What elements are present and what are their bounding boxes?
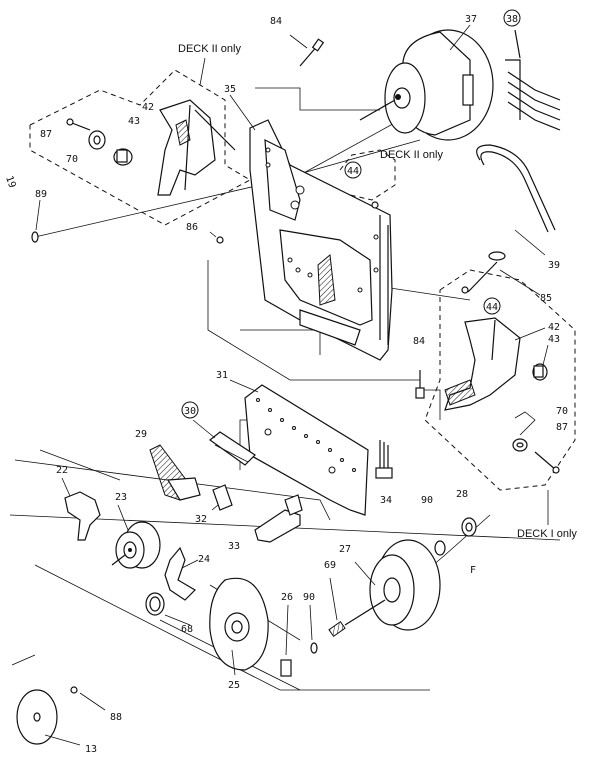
label-27: 27: [339, 544, 351, 555]
deck2-top-caption: DECK II only: [178, 43, 241, 55]
part-34: [375, 440, 393, 479]
deck1-group: DECK I only: [424, 269, 577, 540]
chassis-35: [229, 94, 393, 361]
label-42-lower: 42: [548, 322, 560, 333]
part-26: [280, 604, 292, 677]
label-31: 31: [216, 370, 228, 381]
label-25: 25: [228, 680, 240, 691]
washer-90-lower: [309, 604, 318, 654]
washer-89: [31, 199, 41, 243]
screw-85: [461, 251, 541, 296]
part-33: [254, 494, 303, 543]
part-22: [61, 477, 101, 541]
label-87-upper: 87: [40, 129, 52, 140]
cable-39: [476, 144, 556, 256]
small-parts-upper: [66, 118, 133, 166]
label-68: 68: [181, 624, 193, 635]
label-38: 38: [506, 14, 518, 25]
bracket-42-lower: [444, 317, 546, 411]
deck2-mid-callout: DECK II only: [339, 149, 443, 209]
label-86: 86: [186, 222, 198, 233]
label-26: 26: [281, 592, 293, 603]
label-85: 85: [540, 293, 552, 304]
label-90-right: 90: [421, 495, 433, 506]
label-43-lower: 43: [548, 334, 560, 345]
bracket-42-upper: [157, 99, 236, 196]
flywheel-27: [344, 539, 441, 631]
label-84-top: 84: [270, 16, 282, 27]
label-90-lower: 90: [303, 592, 315, 603]
label-28: 28: [456, 489, 468, 500]
label-35: 35: [224, 84, 236, 95]
label-70-upper: 70: [66, 154, 78, 165]
label-43-upper: 43: [128, 116, 140, 127]
label-33: 33: [228, 541, 240, 552]
label-29: 29: [135, 429, 147, 440]
connector-30: [181, 401, 256, 466]
label-69: 69: [324, 560, 336, 571]
label-22: 22: [56, 465, 68, 476]
label-42-upper: 42: [142, 102, 154, 113]
label-44-lower: 44: [486, 302, 498, 313]
label-34: 34: [380, 495, 392, 506]
label-30: 30: [184, 406, 196, 417]
motor-37: [359, 24, 494, 141]
pcb-31: [229, 379, 369, 516]
label-32: 32: [195, 514, 207, 525]
deck2-upper-group: DECK II only: [29, 43, 252, 226]
label-F: F: [470, 565, 476, 576]
callout-44-lower: [483, 297, 501, 315]
label-88: 88: [110, 712, 122, 723]
pulley-13: [11, 654, 81, 746]
label-23: 23: [115, 492, 127, 503]
deck2-mid-caption: DECK II only: [380, 149, 443, 161]
label-19: 19: [3, 175, 17, 190]
wire-harness-38: [505, 29, 561, 131]
washer-88: [70, 686, 106, 711]
screw-86: [209, 231, 224, 244]
connector-29: [149, 444, 201, 501]
part-labels: 84 37 38 35 42 43 87 70 44 19 89 86 39 8…: [3, 9, 568, 755]
reel-25: [209, 577, 269, 676]
label-24: 24: [198, 554, 210, 565]
label-44-upper: 44: [347, 166, 359, 177]
label-39: 39: [548, 260, 560, 271]
label-70-lower: 70: [556, 406, 568, 417]
part-43-lower: [532, 344, 549, 381]
part-32: [211, 484, 233, 511]
reel-23: [111, 504, 161, 569]
lever-24: [164, 546, 199, 601]
screw-84-top: [289, 34, 325, 67]
small-parts-lower: [512, 411, 560, 474]
label-13: 13: [85, 744, 97, 755]
label-87-lower: 87: [556, 422, 568, 433]
label-89: 89: [35, 189, 47, 200]
callout-44-upper: [344, 161, 362, 179]
screw-84-lower: [415, 370, 425, 399]
label-37: 37: [465, 14, 477, 25]
deck1-caption: DECK I only: [517, 528, 577, 540]
spring-69: [328, 577, 346, 637]
ring-68: [145, 592, 191, 626]
washer-90-and-nut-28: [434, 517, 477, 556]
label-84-lower: 84: [413, 336, 425, 347]
